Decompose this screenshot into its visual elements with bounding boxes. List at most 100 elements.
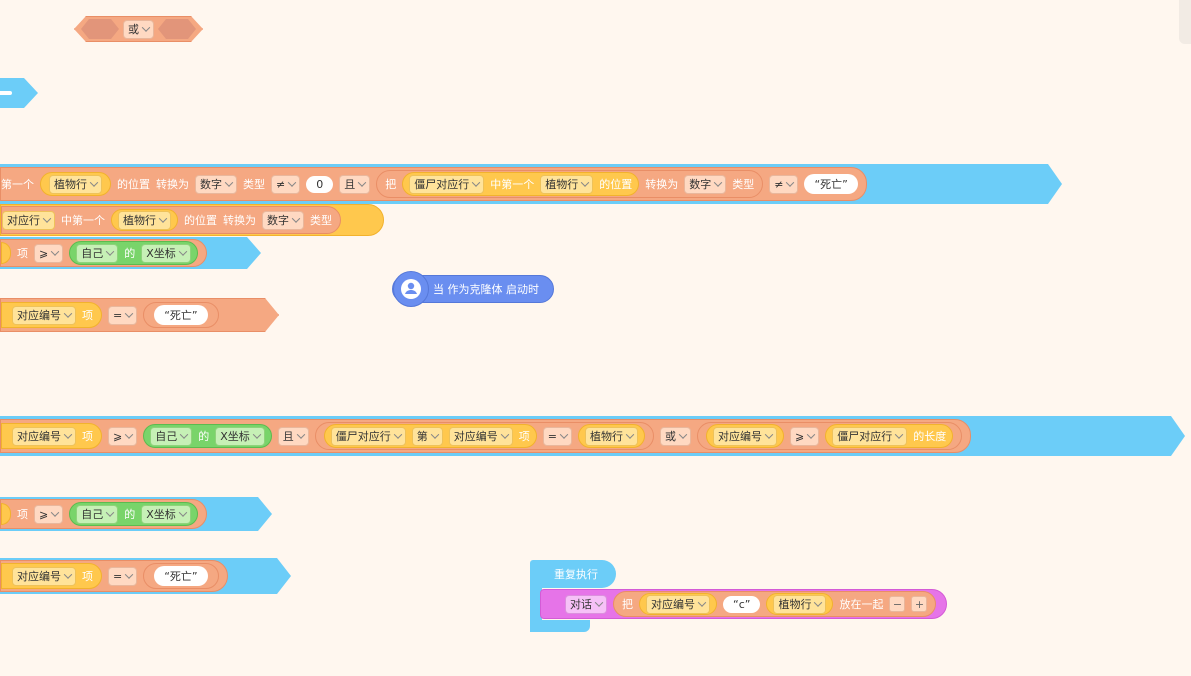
list-dropdown[interactable]: 植物行 (773, 594, 827, 614)
list-dropdown[interactable]: 对应行 (2, 210, 55, 230)
property-dropdown[interactable]: X坐标 (141, 244, 191, 263)
sprite-dropdown[interactable]: 自己 (150, 427, 192, 446)
sprite-property-block[interactable]: 自己 的 X坐标 (69, 502, 198, 526)
list-block[interactable]: 僵尸对应行 中第一个 植物行 的位置 (402, 172, 639, 196)
operator-dropdown[interactable]: ⩾ (790, 427, 819, 446)
number-input[interactable]: 0 (306, 176, 333, 193)
sprite-property-block[interactable]: 自己 的 X坐标 (143, 424, 272, 448)
property-dropdown[interactable]: X坐标 (141, 505, 191, 524)
operator-dropdown[interactable]: = (108, 306, 137, 325)
index-of-block[interactable]: 对应行 中第一个 植物行 的位置 转换为 数字 类型 (1, 206, 341, 234)
operator-dropdown[interactable]: ⩾ (34, 505, 63, 524)
variable-block[interactable]: 对应编号 (639, 593, 717, 615)
or-dropdown[interactable]: 或 (123, 20, 154, 39)
list-item-block[interactable]: 对应编号 项 (1, 563, 102, 589)
join-block[interactable]: 把 对应编号 “c” 植物行 放在一起 − + (613, 591, 937, 617)
empty-condition-slot[interactable] (81, 19, 119, 39)
list-item-block[interactable]: 对应编号 项 (1, 423, 102, 449)
string-block[interactable]: “死亡” (143, 302, 218, 328)
operator-dropdown[interactable]: ⩾ (34, 244, 63, 263)
and-block[interactable]: 第一个 植物行 的位置 转换为 数字 类型 ≠ 0 且 把 僵尸对应行 中第一个… (0, 167, 867, 201)
compare-block-row3[interactable]: 项 ⩾ 自己 的 X坐标 (0, 237, 261, 269)
empty-condition-slot[interactable] (158, 19, 196, 39)
and-dropdown[interactable]: 且 (339, 175, 370, 194)
compare-block[interactable]: 项 ⩾ 自己 的 X坐标 (0, 239, 207, 267)
list-block[interactable]: 植物行 (766, 593, 834, 615)
label: 项 (17, 247, 28, 260)
list-dropdown[interactable]: 僵尸对应行 (331, 427, 406, 446)
list-item-block[interactable]: 对应编号 项 (1, 302, 102, 328)
string-input[interactable]: “c” (723, 595, 761, 613)
list-dropdown[interactable]: 对应编号 (12, 427, 76, 446)
equals-block-row7[interactable]: 对应编号 项 = “死亡” (0, 558, 291, 594)
compare-block[interactable]: 项 ⩾ 自己 的 X坐标 (0, 499, 207, 529)
property-dropdown[interactable]: X坐标 (215, 427, 265, 446)
convert-block-row2[interactable]: 对应行 中第一个 植物行 的位置 转换为 数字 类型 (0, 204, 384, 236)
variable-dropdown[interactable]: 对应编号 (449, 427, 513, 446)
equals-block[interactable]: 僵尸对应行 第 对应编号 项 = 植物行 (315, 422, 654, 450)
value-slot[interactable] (0, 91, 12, 95)
chevron-down-icon (42, 214, 52, 223)
variable-dropdown[interactable]: 对应编号 (646, 594, 710, 614)
sprite-property-block[interactable]: 自己 的 X坐标 (69, 241, 198, 265)
index-dropdown[interactable]: 第 (412, 427, 443, 446)
operator-dropdown[interactable]: ≠ (271, 175, 300, 194)
repeat-forever-block[interactable]: 重复执行 (530, 560, 616, 636)
say-dropdown[interactable]: 对话 (565, 594, 607, 614)
condition-block-row5[interactable]: 对应编号 项 ⩾ 自己 的 X坐标 且 僵尸对应行 第 对应编号 项 = 植物行 (0, 416, 1185, 456)
label: 转换为 (223, 214, 256, 227)
or-block[interactable]: 或 (74, 16, 203, 42)
list-dropdown[interactable]: 对应编号 (12, 567, 76, 586)
list-dropdown[interactable]: 植物行 (585, 427, 638, 446)
chevron-down-icon (626, 430, 634, 438)
label: 项 (82, 570, 93, 583)
convert-block[interactable]: 把 僵尸对应行 中第一个 植物行 的位置 转换为 数字 类型 (376, 170, 763, 198)
list-block[interactable]: 植物行 (111, 209, 178, 231)
variable-dropdown[interactable]: 对应编号 (713, 427, 777, 446)
operator-dropdown[interactable]: = (108, 567, 137, 586)
condition-block-row1[interactable]: 第一个 植物行 的位置 转换为 数字 类型 ≠ 0 且 把 僵尸对应行 中第一个… (0, 164, 1062, 204)
or-block[interactable]: 对应编号 项 ⩾ 自己 的 X坐标 且 僵尸对应行 第 对应编号 项 = 植物行 (0, 419, 971, 453)
scrollbar[interactable] (1179, 0, 1191, 44)
list-dropdown[interactable]: 植物行 (118, 210, 171, 230)
operator-dropdown[interactable]: ≠ (769, 175, 798, 194)
operator-dropdown[interactable]: = (543, 427, 572, 446)
label: 把 (385, 178, 397, 191)
compare-block[interactable]: 对应编号 ⩾ 僵尸对应行 的长度 (697, 422, 962, 450)
operator-dropdown[interactable]: ⩾ (108, 427, 137, 446)
list-block[interactable]: 植物行 (578, 424, 645, 448)
list-item-block[interactable]: 僵尸对应行 第 对应编号 项 (324, 424, 537, 448)
type-dropdown[interactable]: 数字 (262, 210, 304, 230)
say-block[interactable]: 对话 把 对应编号 “c” 植物行 放在一起 − + (540, 589, 948, 619)
list-length-block[interactable]: 僵尸对应行 的长度 (825, 424, 953, 448)
chevron-down-icon (291, 214, 301, 223)
string-block[interactable]: “死亡” (143, 563, 218, 589)
equals-block[interactable]: 对应编号 项 = “死亡” (0, 560, 228, 592)
index-of-block[interactable]: 植物行 (40, 172, 111, 196)
minus-button[interactable]: − (889, 596, 906, 612)
type-dropdown[interactable]: 数字 (684, 175, 726, 194)
sprite-dropdown[interactable]: 自己 (76, 244, 118, 263)
chevron-down-icon (560, 430, 568, 438)
plus-button[interactable]: + (911, 596, 928, 612)
list-dropdown[interactable]: 植物行 (49, 175, 102, 194)
list-dropdown[interactable]: 僵尸对应行 (832, 427, 907, 446)
equals-block-row4[interactable]: 对应编号 项 = “死亡” (0, 298, 279, 332)
list-dropdown[interactable]: 僵尸对应行 (409, 175, 484, 194)
condition-block-fragment[interactable] (0, 78, 38, 108)
list-item-block[interactable] (1, 242, 11, 264)
list-dropdown[interactable]: 对应编号 (12, 306, 76, 325)
type-dropdown[interactable]: 数字 (195, 175, 237, 194)
compare-block-row6[interactable]: 项 ⩾ 自己 的 X坐标 (0, 497, 272, 531)
or-dropdown[interactable]: 或 (660, 427, 691, 446)
sprite-dropdown[interactable]: 自己 (76, 505, 118, 524)
when-clone-starts-block[interactable]: 当 作为克隆体 启动时 (392, 271, 554, 307)
string-input[interactable]: “死亡” (804, 174, 857, 194)
chevron-down-icon (895, 430, 903, 438)
string-input[interactable]: “死亡” (154, 305, 207, 325)
string-input[interactable]: “死亡” (154, 566, 207, 586)
list-dropdown[interactable]: 植物行 (540, 175, 593, 194)
list-item-block[interactable] (1, 503, 11, 525)
and-dropdown[interactable]: 且 (278, 427, 309, 446)
variable-block[interactable]: 对应编号 (706, 424, 784, 448)
